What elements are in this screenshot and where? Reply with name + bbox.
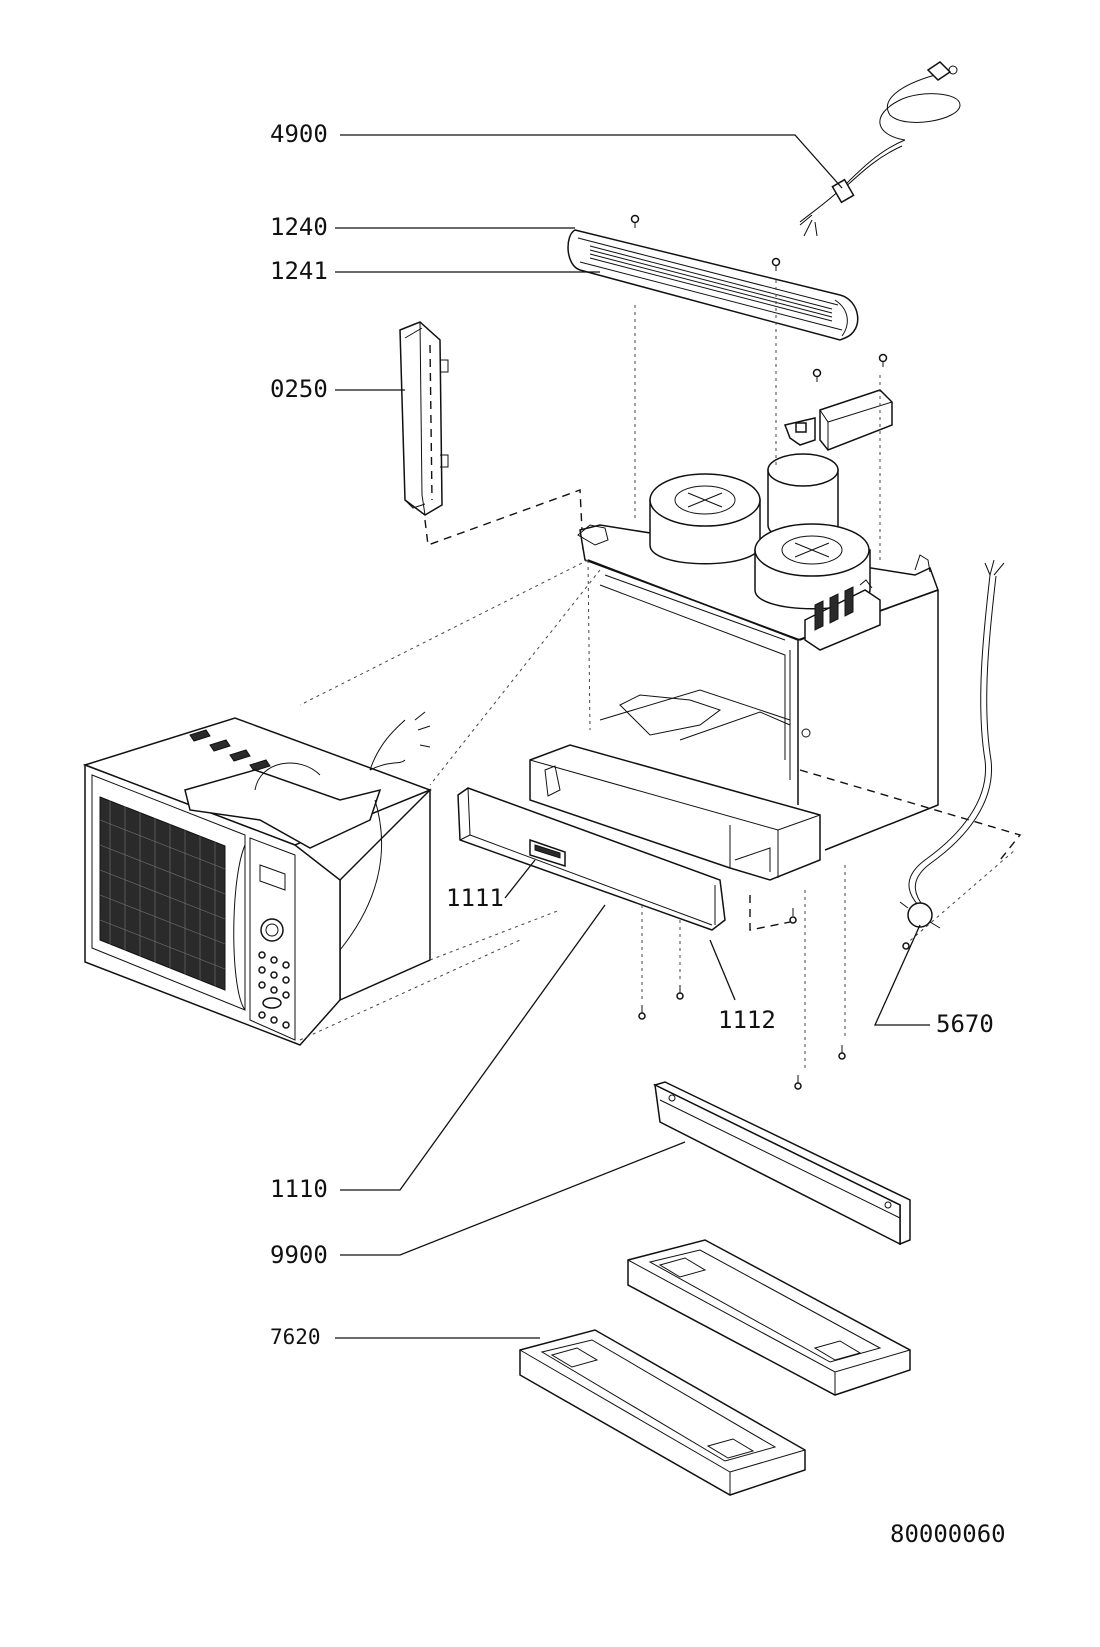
drawing-number: 80000060 <box>890 1520 1006 1548</box>
grease-filter-front <box>519 1329 806 1496</box>
callout-1112: 1112 <box>718 1006 776 1034</box>
callout-1240: 1240 <box>270 213 328 241</box>
screw-guide-lines <box>634 280 881 1070</box>
oven-guide-line-2 <box>429 909 561 961</box>
callout-7620: 7620 <box>270 1325 321 1349</box>
terminal-block <box>804 579 881 651</box>
control-buttons <box>258 951 290 1029</box>
grease-filter-back <box>627 1239 911 1396</box>
filter-clip-bracket <box>783 389 893 451</box>
microwave-oven <box>82 711 433 1046</box>
fan-motor-left <box>649 473 761 565</box>
side-bracket-0250 <box>399 321 449 516</box>
grille-screws <box>630 214 888 382</box>
callout-5670: 5670 <box>936 1010 994 1038</box>
bottom-screws <box>638 908 846 1090</box>
callout-4900: 4900 <box>270 120 328 148</box>
power-cord-4900 <box>799 61 961 237</box>
duct-guide-line <box>799 769 1022 861</box>
oven-guide-line <box>299 939 521 1041</box>
callout-1241: 1241 <box>270 257 328 285</box>
duct-guide-line-2 <box>749 895 791 931</box>
callout-0250: 0250 <box>270 375 328 403</box>
fan-motor-back <box>767 453 839 541</box>
bracket-guide-line <box>424 489 584 551</box>
callout-1110: 1110 <box>270 1175 328 1203</box>
fan-motor-right <box>754 523 871 610</box>
leader-lines <box>335 134 930 1339</box>
mains-cable-5670 <box>899 559 1016 950</box>
callout-1111: 1111 <box>446 884 504 912</box>
front-panel-1110 <box>457 787 726 931</box>
top-grille-1240 <box>567 229 859 341</box>
mounting-rail-9900 <box>652 1081 911 1246</box>
callout-9900: 9900 <box>270 1241 328 1269</box>
bottom-duct <box>529 744 821 881</box>
